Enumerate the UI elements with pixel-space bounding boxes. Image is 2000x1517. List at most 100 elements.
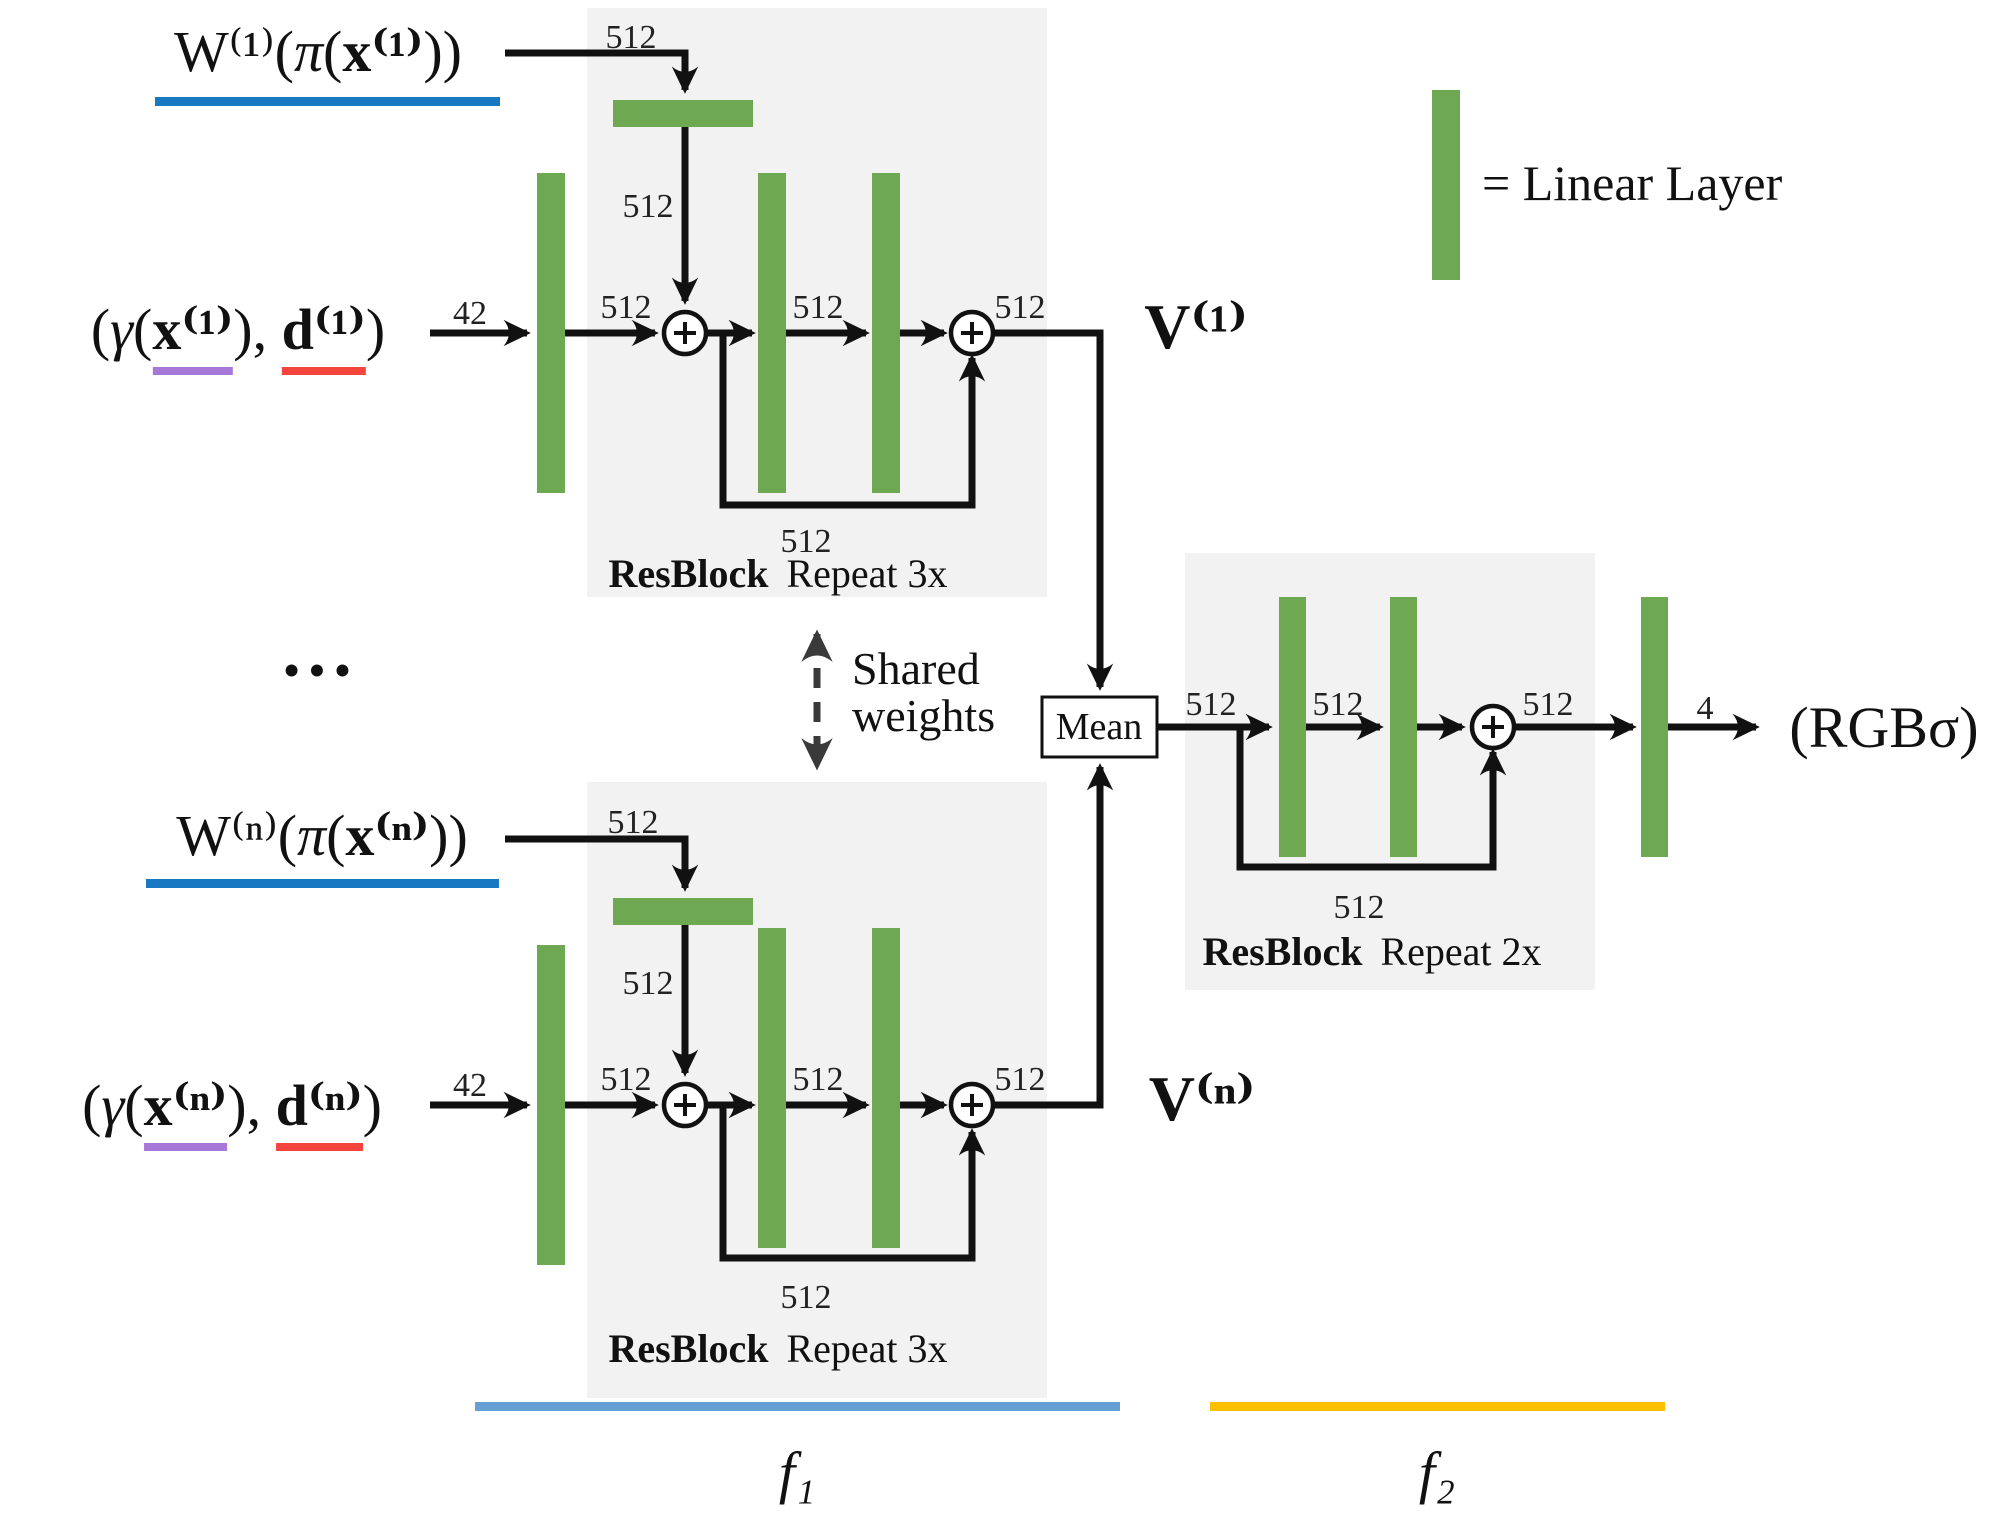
- blue-underline-view1: [155, 97, 500, 106]
- paren: (: [90, 297, 111, 362]
- resblock-caption-viewn: ResBlock Repeat 3x: [608, 1329, 947, 1369]
- mean-label: Mean: [1055, 706, 1143, 748]
- rgb-sigma-output-label: (RGBσ): [1789, 695, 1979, 760]
- dim-4-final-out: 4: [1696, 690, 1714, 727]
- vn-output-label: V⁽ⁿ⁾: [1148, 1063, 1256, 1134]
- xn-position-term: x⁽ⁿ⁾: [143, 1073, 228, 1151]
- resblock-repeat: Repeat 3x: [786, 551, 948, 596]
- f1-stage-line: [475, 1402, 1120, 1411]
- gamma-symbol: γ: [101, 1073, 125, 1138]
- dim-512-weightdrop1: 512: [622, 188, 674, 225]
- w1-term: W⁽¹⁾: [174, 19, 275, 84]
- dim-512-skip1: 512: [780, 523, 832, 560]
- dim-512-wn-label: 512: [607, 804, 659, 841]
- input-formula-viewn: (γ(x⁽ⁿ⁾), d⁽ⁿ⁾): [82, 1073, 382, 1151]
- dim-512-skip-f2: 512: [1333, 889, 1385, 926]
- d1-direction-term: d⁽¹⁾: [281, 297, 366, 375]
- linear-layer-res1a-viewn: [758, 928, 786, 1248]
- x1-position-term: x⁽¹⁾: [152, 297, 234, 375]
- input-formula-view1: (γ(x⁽¹⁾), d⁽¹⁾): [91, 297, 385, 375]
- weight-formula-viewn: W⁽ⁿ⁾(π(x⁽ⁿ⁾)): [176, 807, 468, 865]
- dn-direction-term: d⁽ⁿ⁾: [275, 1073, 363, 1151]
- add-node-viewn-b: [948, 1081, 996, 1129]
- add-node-view1-b: [948, 309, 996, 357]
- dim-512-w1-label: 512: [605, 19, 657, 56]
- resblock-name: ResBlock: [608, 551, 769, 596]
- add-node-viewn-a: [661, 1081, 709, 1129]
- resblock-repeat: Repeat 2x: [1380, 929, 1542, 974]
- x1-term: x⁽¹⁾: [342, 19, 424, 84]
- paren: )): [429, 803, 468, 868]
- add-node-f2: [1469, 703, 1517, 751]
- shared-weights-line2: weights: [852, 690, 996, 741]
- paren: ),: [233, 297, 282, 362]
- gamma-symbol: γ: [110, 297, 134, 362]
- dim-512-out1: 512: [994, 289, 1046, 326]
- paren: (: [323, 19, 343, 84]
- dim-512-mean-out: 512: [1185, 686, 1237, 723]
- arrow-vn-to-mean: [993, 763, 1114, 1109]
- resblock-name: ResBlock: [608, 1326, 769, 1371]
- pi-symbol: π: [297, 803, 327, 868]
- paren: (: [82, 1073, 102, 1138]
- dim-512-postadd-f2: 512: [1522, 686, 1574, 723]
- paren: (: [326, 803, 346, 868]
- pi-symbol: π: [293, 19, 324, 84]
- linear-layer-input-viewn: [537, 945, 565, 1265]
- resblock-caption-f2: ResBlock Repeat 2x: [1202, 932, 1541, 972]
- arrow-w1-to-weightbar: [505, 49, 699, 94]
- linear-layer-output: [1641, 597, 1668, 857]
- paren: )): [423, 19, 462, 84]
- dim-42-inputn: 42: [453, 1067, 487, 1104]
- f2-stage-line: [1210, 1402, 1665, 1411]
- f1-stage-label: f₁: [778, 1440, 816, 1505]
- shared-weights-line1: Shared: [852, 643, 980, 695]
- resblock-repeat: Repeat 3x: [786, 1326, 948, 1371]
- v1-output-label: V⁽¹⁾: [1144, 291, 1248, 362]
- dim-512-midresn: 512: [792, 1061, 844, 1098]
- dim-512-preadd1: 512: [600, 289, 652, 326]
- linear-layer-input-view1: [537, 173, 565, 493]
- resblock-name: ResBlock: [1202, 929, 1363, 974]
- linear-layer-res1a-view1: [758, 173, 786, 493]
- blue-underline-viewn: [146, 879, 499, 888]
- linear-layer-res2a-f2: [1279, 597, 1306, 857]
- paren: ),: [227, 1073, 276, 1138]
- add-nodes: [661, 309, 1517, 1129]
- linear-layer-weight-view1: [613, 100, 753, 127]
- linear-layer-weight-viewn: [613, 898, 753, 925]
- paren: (: [124, 1073, 144, 1138]
- paren: ): [365, 297, 386, 362]
- weight-formula-view1: W⁽¹⁾(π(x⁽¹⁾)): [174, 23, 462, 81]
- skip-connection-f2: [1236, 727, 1507, 871]
- ellipsis-dots: •••: [283, 646, 361, 695]
- dim-512-midres1: 512: [792, 289, 844, 326]
- paren: (: [133, 297, 153, 362]
- skip-connection-view1: [719, 333, 986, 509]
- paren: (: [274, 19, 294, 84]
- dim-512-weightdropn: 512: [622, 965, 674, 1002]
- skip-connection-viewn: [719, 1105, 986, 1262]
- paren: (: [277, 803, 298, 868]
- linear-layer-res2b-f2: [1390, 597, 1417, 857]
- dim-42-input1: 42: [453, 295, 487, 332]
- legend-label: = Linear Layer: [1482, 155, 1783, 211]
- linear-layer-legend-swatch: [1432, 90, 1460, 280]
- resblock-caption-view1: ResBlock Repeat 3x: [608, 554, 947, 594]
- linear-layer-res1b-view1: [872, 173, 900, 493]
- wn-term: W⁽ⁿ⁾: [176, 803, 278, 868]
- dim-512-midres-f2: 512: [1312, 686, 1364, 723]
- arrow-v1-to-mean: [993, 329, 1114, 691]
- arrow-wn-to-weightbar: [505, 835, 699, 892]
- add-node-view1-a: [661, 309, 709, 357]
- dim-512-outn: 512: [994, 1061, 1046, 1098]
- f2-stage-label: f₂: [1418, 1440, 1456, 1505]
- shared-weights-note: Shared weights: [852, 643, 996, 741]
- dim-512-preaddn: 512: [600, 1061, 652, 1098]
- mean-box: [1040, 695, 1159, 759]
- xn-term: x⁽ⁿ⁾: [345, 803, 430, 868]
- linear-layer-res1b-viewn: [872, 928, 900, 1248]
- dim-512-skipn: 512: [780, 1279, 832, 1316]
